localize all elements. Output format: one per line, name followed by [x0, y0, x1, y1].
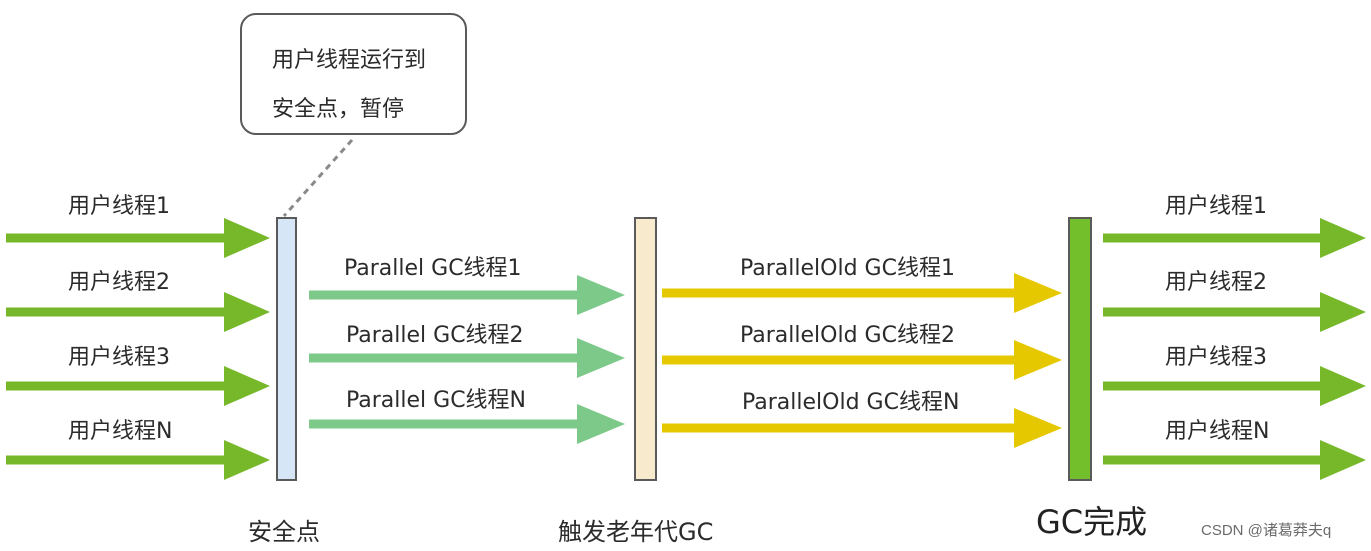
user-thread-in-arrow-3	[6, 366, 270, 406]
user-thread-in-label-4: 用户线程N	[68, 419, 173, 444]
user-thread-out-arrow-3	[1103, 366, 1366, 406]
user-thread-out-arrow-4	[1103, 440, 1366, 480]
parallel-gc-arrow-3	[309, 404, 625, 444]
parallel-gc-label-3: Parallel GC线程N	[346, 388, 527, 413]
user-thread-out-label-2: 用户线程2	[1165, 270, 1267, 295]
user-thread-out-label-1: 用户线程1	[1165, 194, 1267, 219]
old-gc-bar	[634, 217, 657, 481]
user-thread-in-label-3: 用户线程3	[68, 345, 170, 370]
old-gc-trigger-label: 触发老年代GC	[558, 518, 714, 546]
watermark: CSDN @诸葛莽夫q	[1201, 522, 1332, 539]
gc-done-label: GC完成	[1036, 503, 1148, 541]
safepoint-label: 安全点	[248, 518, 320, 546]
user-thread-out-arrow-1	[1103, 218, 1366, 258]
parallel-old-label-2: ParallelOld GC线程2	[740, 323, 955, 348]
gc-done-bar	[1068, 217, 1092, 481]
parallel-gc-label-1: Parallel GC线程1	[344, 256, 522, 281]
parallel-old-label-3: ParallelOld GC线程N	[742, 390, 960, 415]
parallel-gc-label-2: Parallel GC线程2	[346, 323, 524, 348]
parallel-gc-arrow-1	[309, 275, 625, 315]
parallel-old-arrow-1	[662, 273, 1062, 313]
user-thread-in-arrow-1	[6, 218, 270, 258]
user-thread-in-arrow-4	[6, 440, 270, 480]
user-thread-in-label-2: 用户线程2	[68, 270, 170, 295]
parallel-old-label-1: ParallelOld GC线程1	[740, 256, 955, 281]
user-thread-out-label-3: 用户线程3	[1165, 345, 1267, 370]
parallel-gc-arrow-2	[309, 338, 625, 378]
user-thread-in-label-1: 用户线程1	[68, 194, 170, 219]
safepoint-bar	[276, 217, 297, 481]
user-thread-out-arrow-2	[1103, 292, 1366, 332]
callout-line-1: 用户线程运行到	[272, 48, 427, 73]
callout-line-2: 安全点，暂停	[272, 97, 405, 122]
parallel-old-arrow-2	[662, 340, 1062, 380]
parallel-old-arrow-3	[662, 408, 1062, 448]
callout-box: 用户线程运行到 安全点，暂停	[240, 13, 467, 135]
user-thread-out-label-4: 用户线程N	[1165, 419, 1270, 444]
user-thread-in-arrow-2	[6, 292, 270, 332]
callout-connector	[282, 138, 354, 218]
